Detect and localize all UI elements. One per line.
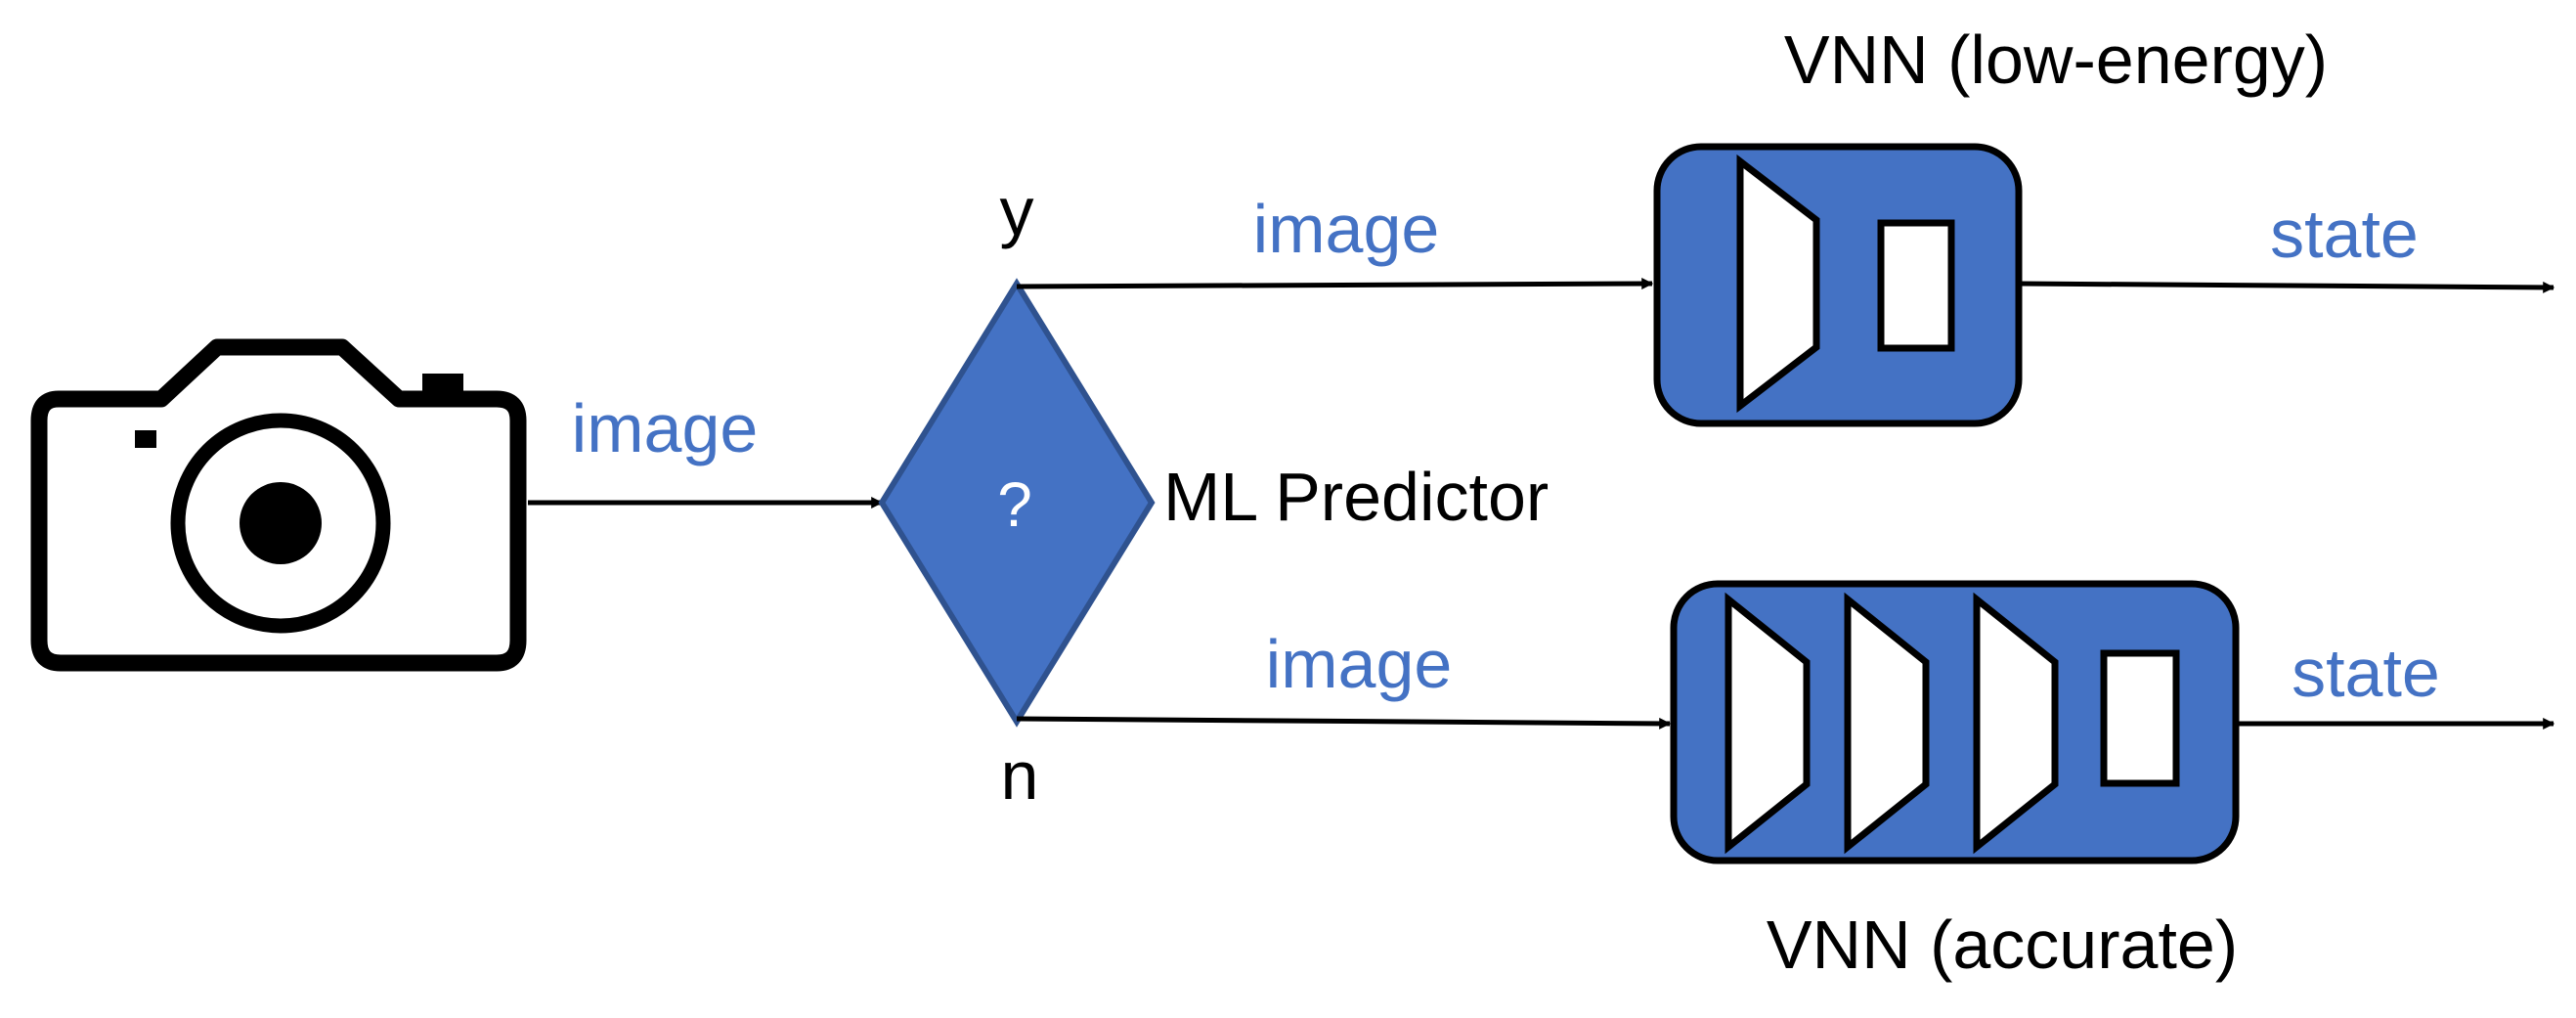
trapezoid-layer-icon: [1736, 154, 1820, 414]
trapezoid-layer-icon: [1973, 592, 2059, 855]
yes-input-arrow: [1016, 278, 1654, 290]
rectangle-output-icon: [2100, 649, 2180, 787]
vnn-low-energy-title: VNN (low-energy): [1784, 22, 2328, 98]
decision-diamond: [878, 278, 1156, 728]
predictor-label: ML Predictor: [1163, 459, 1549, 535]
camera-icon: [30, 338, 527, 672]
vnn-low-energy-box: [1653, 143, 2023, 427]
yes-output-arrow: [2018, 281, 2555, 293]
vnn-accurate-box: [1670, 580, 2240, 864]
ml-predictor: ?: [878, 278, 1156, 728]
no-input-label: image: [1266, 626, 1453, 702]
yes-output-label: state: [2270, 196, 2419, 272]
trapezoid-layer-icon: [1844, 592, 1930, 855]
no-input-arrow: [1016, 716, 1672, 730]
rectangle-output-icon: [1877, 219, 1955, 352]
vnn-accurate-title: VNN (accurate): [1767, 907, 2238, 983]
trapezoid-layer-icon: [1725, 592, 1811, 855]
yes-input-label: image: [1253, 191, 1440, 267]
predictor-symbol: ?: [997, 469, 1032, 540]
no-branch-label: n: [1001, 737, 1039, 814]
no-output-label: state: [2292, 635, 2440, 711]
yes-branch-label: y: [1000, 173, 1034, 249]
camera-output-label: image: [572, 390, 759, 466]
